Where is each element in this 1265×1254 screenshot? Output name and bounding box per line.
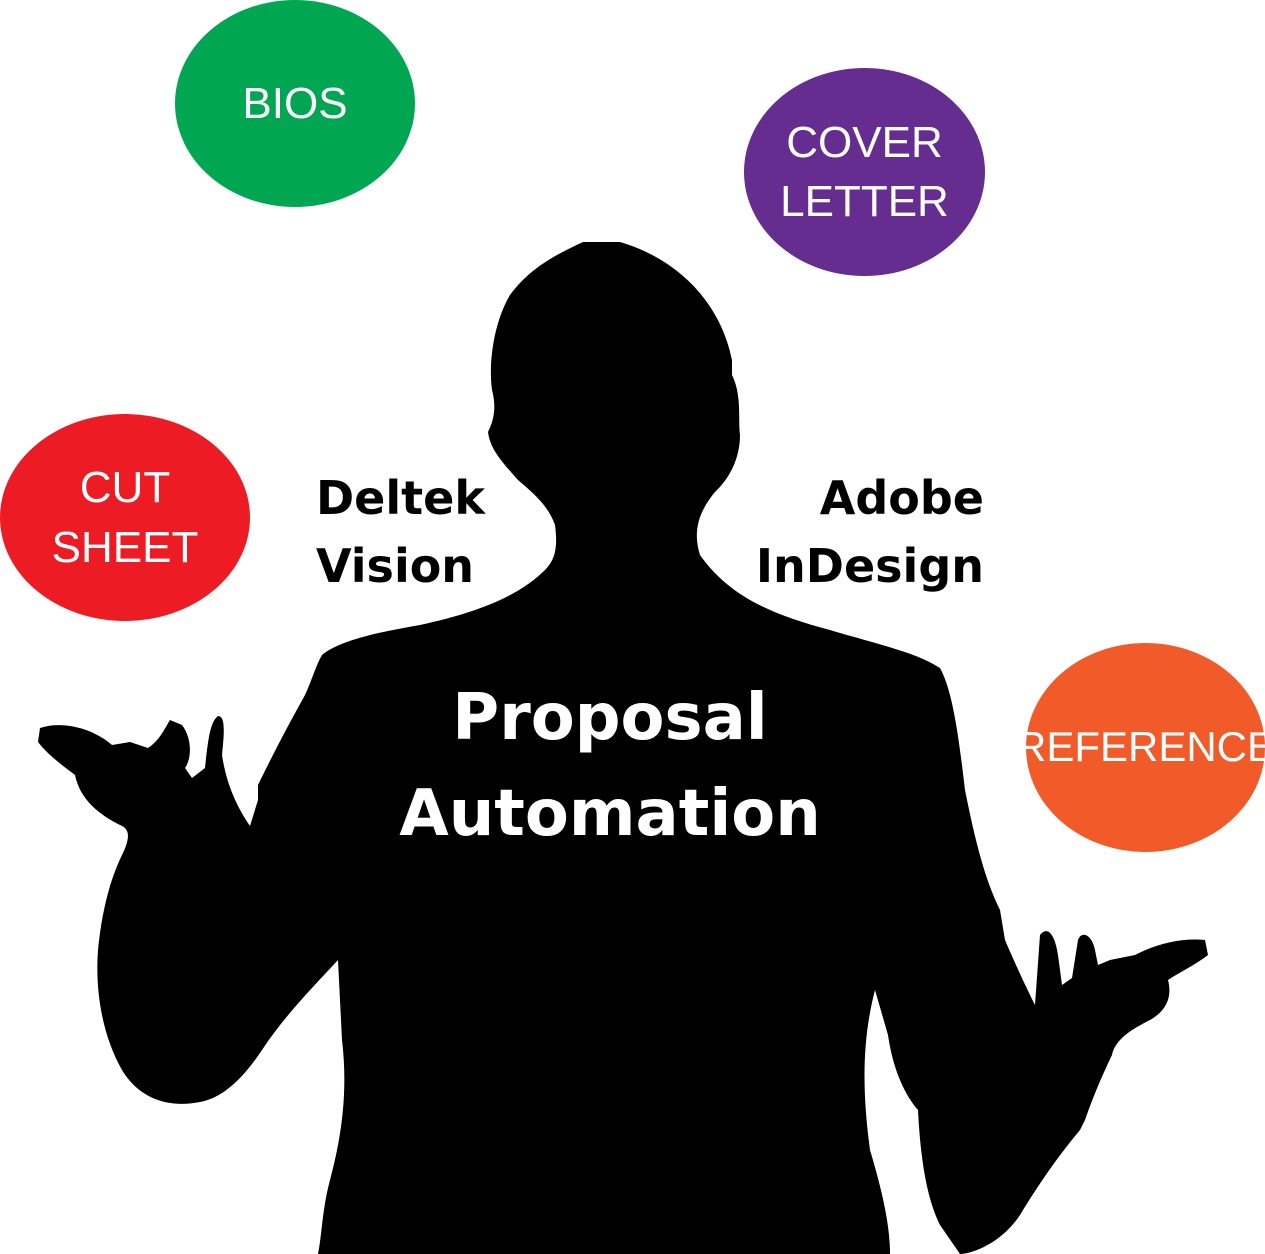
bubble-cover-letter: COVER LETTER — [744, 68, 985, 276]
tool-label-adobe-indesign: Adobe InDesign — [755, 471, 984, 593]
silhouette-shape — [38, 242, 1208, 1254]
bubble-cut-sheet: CUT SHEET — [0, 414, 250, 621]
bubble-reference: REFERENCE — [1016, 643, 1265, 852]
center-title: Proposal Automation — [399, 681, 821, 851]
tool-label-deltek-vision: Deltek Vision — [316, 471, 485, 593]
bubble-bios: BIOS — [175, 0, 415, 207]
